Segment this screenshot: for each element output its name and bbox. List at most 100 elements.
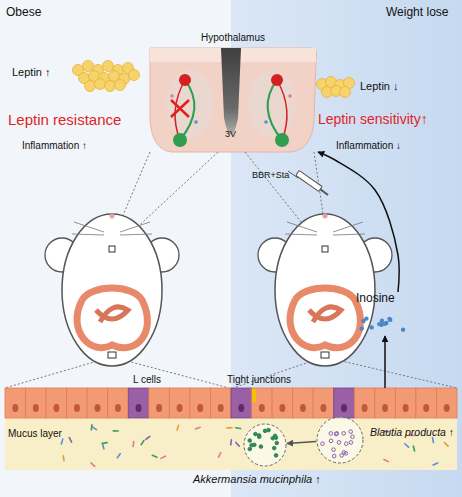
mouse-figure (45, 214, 392, 367)
gut-epithelium-art (161, 456, 166, 458)
bacterium (342, 432, 346, 436)
bacterium (273, 434, 277, 438)
gut-epithelium-art (300, 404, 306, 412)
bacteria-circle: Akkermansia mucinphila ↑ (243, 423, 287, 467)
gut-epithelium-art (210, 388, 231, 418)
adipocyte-cluster (73, 61, 355, 98)
bacterium (334, 432, 338, 436)
circle-outline (244, 424, 286, 466)
node-text: L cells (133, 374, 161, 386)
hormone-label: Leptin ↓ (360, 80, 399, 93)
metabolite-dots (383, 322, 387, 326)
mouse-figure (120, 234, 152, 235)
mouse-figure (120, 222, 150, 232)
mouse-figure (74, 222, 104, 232)
ventricle-label: 3V (225, 129, 236, 139)
zoom-lines (5, 358, 108, 388)
gut-epithelium-art (405, 444, 409, 447)
mouse-figure (285, 234, 317, 235)
neuron-left (173, 133, 187, 147)
mouse-figure (110, 214, 115, 219)
bacterium (332, 448, 336, 452)
gut-epithelium-art (293, 388, 314, 418)
gut-epithelium-art (196, 427, 201, 429)
gut-epithelium-art (231, 388, 252, 418)
metabolite-dots (387, 317, 391, 321)
adipocyte-cluster (105, 81, 116, 92)
gut-epithelium-art (113, 430, 118, 432)
mouse-figure (109, 246, 115, 252)
gut-epithelium-art (67, 388, 88, 418)
metabolite-dots (364, 316, 368, 320)
gut-epithelium-art (46, 388, 67, 418)
inflammation-label: Inflammation ↑ (22, 140, 87, 152)
gut-epithelium-art (128, 388, 149, 418)
mouse-figure (333, 222, 363, 232)
bacterium (248, 439, 252, 443)
gut-epithelium-art (334, 388, 355, 418)
metabolite-node: Inosine (352, 292, 414, 336)
zoom-lines (5, 152, 457, 388)
gut-epithelium-art (236, 442, 239, 446)
mouse-figure (321, 352, 329, 358)
neuron-right (264, 74, 292, 147)
syringe-symbol (288, 171, 328, 195)
gut-epithelium-art (87, 388, 108, 418)
gut-epithelium-art (132, 442, 134, 447)
adipocyte-cluster (129, 70, 140, 81)
gut-epithelium-art (432, 438, 435, 443)
bacterium (349, 430, 353, 434)
mouse-figure (45, 214, 179, 367)
bacterium (349, 441, 353, 445)
bacteria-circle: Blautia producta ↑ (316, 416, 364, 464)
bacterium (329, 432, 333, 436)
adipocyte-cluster (83, 61, 94, 72)
bacterium (329, 439, 333, 443)
adipocyte-cluster (340, 87, 351, 98)
gut-epithelium-art (413, 446, 414, 451)
hormone-label: Leptin ↑ (12, 66, 51, 79)
neuron-right (288, 94, 292, 98)
gut-epithelium-art (433, 463, 438, 465)
circle-outline (243, 423, 287, 467)
neuron-right (271, 74, 283, 86)
bacterium (332, 454, 336, 458)
mouse-figure (72, 234, 104, 235)
gut-epithelium-art (227, 427, 232, 429)
gut-epithelium-art (53, 404, 59, 412)
gut-epithelium-art (416, 388, 437, 418)
gut-epithelium-art (320, 404, 326, 412)
gut-epithelium-art (92, 427, 96, 430)
gut-epithelium-art (117, 454, 120, 458)
gut-epithelium-art (384, 459, 388, 461)
gut-epithelium-art (74, 404, 80, 412)
syringe-symbol (296, 171, 322, 192)
gut-epithelium-art (362, 404, 368, 412)
gut-epithelium-art (156, 404, 162, 412)
gut-epithelium-art (91, 463, 95, 466)
metabolite-dots (401, 327, 405, 331)
node-text: Hypothalamus (148, 32, 318, 44)
neuron-left (171, 100, 189, 117)
gut-epithelium-art (94, 404, 100, 412)
adipocyte-cluster (85, 81, 96, 92)
circle-outline (316, 416, 364, 464)
syringe-symbol (320, 189, 328, 195)
neuron-left (171, 100, 189, 117)
gut-epithelium-art (26, 388, 47, 418)
gut-epithelium-art (252, 388, 273, 418)
bacterium (275, 441, 279, 445)
bacterium (253, 443, 257, 447)
circle-outline (317, 417, 363, 463)
node-text: Akkermansia mucinphila ↑ (193, 473, 321, 486)
flow-arrow (287, 442, 316, 444)
gut-epithelium-art (382, 404, 388, 412)
mouse-figure (77, 288, 147, 348)
mouse-figure (96, 307, 128, 322)
gut-epithelium-art (146, 436, 150, 439)
bacterium (263, 429, 267, 433)
